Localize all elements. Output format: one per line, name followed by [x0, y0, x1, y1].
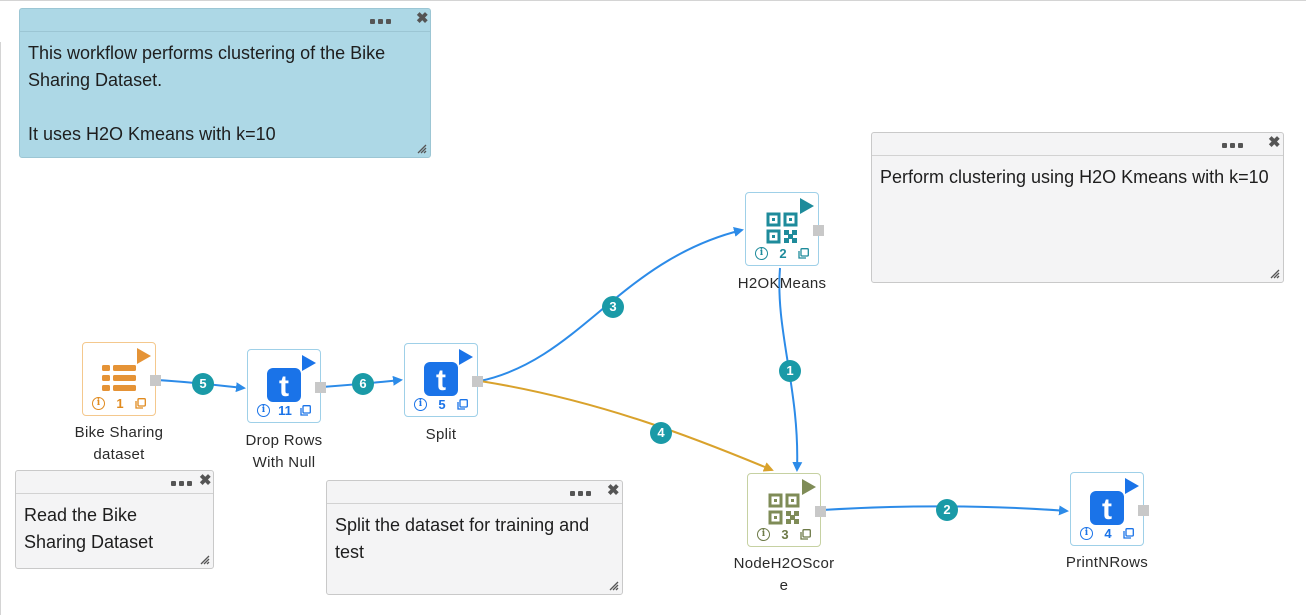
resize-handle-icon[interactable]: [200, 555, 210, 565]
note-text[interactable]: Split the dataset for training and test: [335, 515, 595, 562]
play-icon[interactable]: [800, 198, 814, 214]
node-split[interactable]: t i 5: [404, 343, 483, 417]
node-footer: i 5: [405, 397, 477, 413]
note-toolbar: ✖: [327, 481, 622, 504]
dots-menu-icon[interactable]: [570, 486, 592, 498]
close-icon[interactable]: ✖: [607, 482, 620, 499]
copy-icon[interactable]: [1123, 528, 1134, 539]
play-icon[interactable]: [802, 479, 816, 495]
note-toolbar: ✖: [16, 471, 213, 494]
qr-model-icon: [768, 493, 800, 525]
node-id: 3: [781, 527, 789, 542]
resize-handle-icon[interactable]: [609, 581, 619, 591]
node-footer: i 4: [1071, 526, 1143, 542]
copy-icon[interactable]: [135, 398, 146, 409]
resize-handle-icon[interactable]: [1270, 269, 1280, 279]
node-footer: i 11: [248, 403, 320, 419]
node-id: 2: [779, 246, 787, 261]
node-label: Drop Rows With Null: [245, 432, 323, 471]
edge-badge[interactable]: 5: [192, 373, 214, 395]
close-icon[interactable]: ✖: [1268, 134, 1281, 151]
play-icon[interactable]: [459, 349, 473, 365]
svg-text:t: t: [279, 370, 289, 402]
node-id: 11: [278, 403, 292, 418]
resize-handle-icon[interactable]: [417, 144, 427, 154]
output-port-icon[interactable]: [472, 376, 483, 387]
play-icon[interactable]: [137, 348, 151, 364]
copy-icon[interactable]: [300, 405, 311, 416]
copy-icon[interactable]: [798, 248, 809, 259]
close-icon[interactable]: ✖: [416, 10, 429, 27]
dots-menu-icon[interactable]: [1222, 138, 1244, 150]
svg-text:t: t: [436, 364, 446, 396]
edge-badge[interactable]: 6: [352, 373, 374, 395]
edge-badge[interactable]: 1: [779, 360, 801, 382]
copy-icon[interactable]: [457, 399, 468, 410]
node-id: 5: [438, 397, 446, 412]
dots-menu-icon[interactable]: [171, 476, 193, 488]
note-toolbar: ✖: [872, 133, 1283, 156]
edge-4[interactable]: [479, 380, 774, 472]
note-text[interactable]: Perform clustering using H2O Kmeans with…: [880, 167, 1269, 187]
node-id: 4: [1104, 526, 1112, 541]
node-label: NodeH2OScore: [733, 555, 835, 594]
note-text[interactable]: Read the Bike Sharing Dataset: [24, 505, 154, 552]
note-workflow-description[interactable]: ✖ This workflow performs clustering of t…: [19, 8, 431, 158]
qr-model-icon: [766, 212, 798, 244]
note-split-dataset[interactable]: ✖ Split the dataset for training and tes…: [326, 480, 623, 595]
play-icon[interactable]: [1125, 478, 1139, 494]
output-port-icon[interactable]: [815, 506, 826, 517]
info-icon[interactable]: i: [414, 398, 427, 411]
close-icon[interactable]: ✖: [199, 472, 212, 489]
output-port-icon[interactable]: [1138, 505, 1149, 516]
svg-text:t: t: [1102, 493, 1112, 525]
info-icon[interactable]: i: [755, 247, 768, 260]
output-port-icon[interactable]: [315, 382, 326, 393]
node-bike-sharing-dataset[interactable]: i 1: [82, 342, 161, 416]
node-h2okmeans[interactable]: i 2: [745, 192, 824, 266]
node-label: H2OKMeans: [737, 275, 827, 292]
info-icon[interactable]: i: [92, 397, 105, 410]
output-port-icon[interactable]: [150, 375, 161, 386]
node-footer: i 1: [83, 396, 155, 412]
edge-badge[interactable]: 3: [602, 296, 624, 318]
node-id: 1: [116, 396, 124, 411]
node-footer: i 2: [746, 246, 818, 262]
t-transform-icon: t: [1090, 491, 1124, 525]
t-transform-icon: t: [267, 368, 301, 402]
node-label: Split: [425, 426, 457, 443]
note-clustering[interactable]: ✖ Perform clustering using H2O Kmeans wi…: [871, 132, 1284, 283]
play-icon[interactable]: [302, 355, 316, 371]
info-icon[interactable]: i: [257, 404, 270, 417]
canvas-top-border: [0, 0, 1306, 1]
canvas-left-border: [0, 42, 1, 615]
edge-badge[interactable]: 2: [936, 499, 958, 521]
note-toolbar: ✖: [20, 9, 430, 32]
info-icon[interactable]: i: [1080, 527, 1093, 540]
node-label: PrintNRows: [1065, 554, 1149, 571]
node-printnrows[interactable]: t i 4: [1070, 472, 1149, 546]
copy-icon[interactable]: [800, 529, 811, 540]
info-icon[interactable]: i: [757, 528, 770, 541]
note-text[interactable]: This workflow performs clustering of the…: [28, 43, 386, 144]
node-nodeh2oscore[interactable]: i 3: [747, 473, 826, 547]
dots-menu-icon[interactable]: [370, 14, 392, 26]
edge-badge[interactable]: 4: [650, 422, 672, 444]
node-drop-rows-with-null[interactable]: t i 11: [247, 349, 326, 423]
node-label: Bike Sharing dataset: [74, 424, 164, 463]
node-footer: i 3: [748, 527, 820, 543]
t-transform-icon: t: [424, 362, 458, 396]
output-port-icon[interactable]: [813, 225, 824, 236]
note-read-dataset[interactable]: ✖ Read the Bike Sharing Dataset: [15, 470, 214, 569]
table-list-icon: [102, 365, 136, 391]
